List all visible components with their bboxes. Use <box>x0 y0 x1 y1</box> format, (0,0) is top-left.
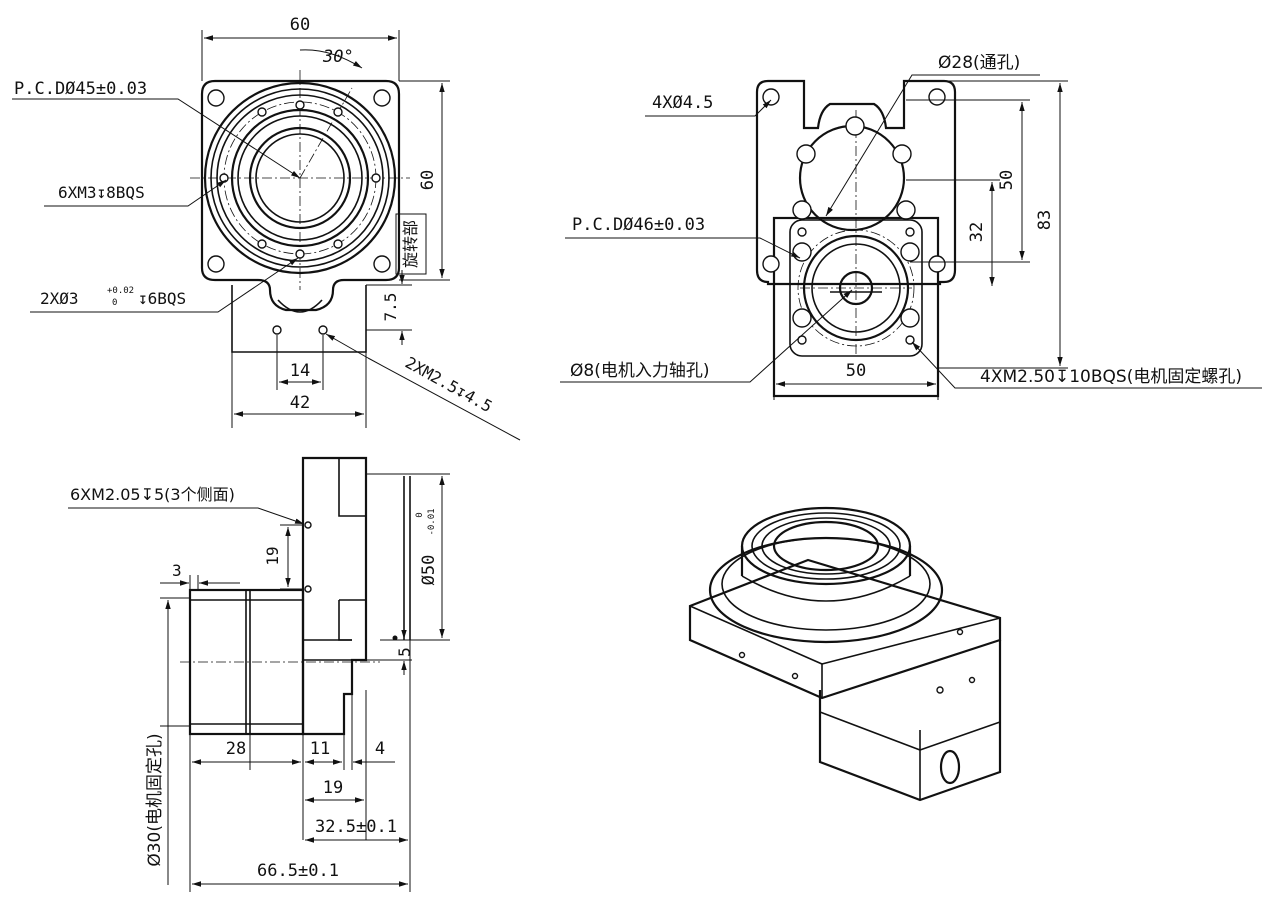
rear-view-motor-screw <box>792 308 812 328</box>
pin-tol-lower: 0 <box>112 298 117 308</box>
rear-view-small-hole <box>905 227 915 237</box>
front-view-m3-hole <box>257 239 267 249</box>
iso-view <box>688 506 1002 802</box>
front-view-tab <box>231 285 367 353</box>
motor-screws-label: 4XM2.50↧10BQS(电机固定螺孔) <box>980 367 1242 387</box>
rear-view-small-hole <box>797 335 807 345</box>
rear-view-hole <box>892 144 912 164</box>
iso-view-side-port <box>939 749 961 785</box>
through-hole-label: Ø28(通孔) <box>938 53 1020 73</box>
pin-holes-label: 2XØ3 <box>40 289 79 308</box>
front-view-corner-hole <box>207 255 225 273</box>
side-dia-50-tol-lower: -0.01 <box>427 508 437 535</box>
side-view-hole <box>304 585 312 593</box>
front-view-tab-hole <box>272 325 282 335</box>
iso-view-bore <box>772 520 880 572</box>
rear-width-dim: 50 <box>846 361 866 381</box>
front-view-pin-hole <box>295 249 305 259</box>
rear-view-hole <box>896 200 916 220</box>
front-view-m3-hole <box>333 239 343 249</box>
front-view: 60 30° 60 旋转部 7.5 14 42 P.C.DØ45±0.03 6X… <box>12 15 521 441</box>
hole-spacing-dim: 14 <box>290 361 310 381</box>
side-view-output-flange <box>301 456 368 736</box>
front-view-m3-hole <box>333 107 343 117</box>
side-dim-11: 11 <box>310 739 330 759</box>
rear-view-motor-screw <box>900 242 920 262</box>
front-view-tab-hole <box>318 325 328 335</box>
side-dim-3: 3 <box>172 561 182 580</box>
rear-view-hole <box>796 144 816 164</box>
rear-pcd-label: P.C.DØ46±0.03 <box>572 215 705 235</box>
tab-offset-dim: 7.5 <box>381 293 400 322</box>
side-dim-4: 4 <box>375 739 385 759</box>
front-view-tab-recess <box>277 299 323 313</box>
front-angle-dim: 30° <box>322 47 354 67</box>
rear-corner-holes-label: 4XØ4.5 <box>652 93 713 113</box>
front-view-m3-hole <box>371 173 381 183</box>
rear-view-corner-hole <box>928 255 946 273</box>
rear-dim-83: 83 <box>1035 210 1055 230</box>
pin-tol-upper: +0.02 <box>107 286 134 296</box>
motor-shaft-label: Ø8(电机入力轴孔) <box>570 361 709 381</box>
side-view: 6XM2.05↧5(3个侧面) 19 3 Ø50 0 -0.01 5 Ø30(电… <box>68 456 450 892</box>
rear-dim-50: 50 <box>997 170 1017 190</box>
side-dim-5: 5 <box>395 647 414 657</box>
side-dia-50-tol-upper: 0 <box>415 512 425 517</box>
rear-view-through-hole <box>798 124 906 232</box>
rotating-part-label: 旋转部 <box>401 220 420 268</box>
rear-view-small-hole <box>797 227 807 237</box>
side-holes-label: 6XM2.05↧5(3个侧面) <box>70 485 235 504</box>
side-dim-32-5: 32.5±0.1 <box>315 817 397 837</box>
rear-view-corner-hole <box>928 88 946 106</box>
front-pcd-label: P.C.DØ45±0.03 <box>14 79 147 99</box>
side-view-hole <box>304 521 312 529</box>
side-dim-28: 28 <box>226 739 246 759</box>
rear-view: 4XØ4.5 Ø28(通孔) P.C.DØ46±0.03 Ø8(电机入力轴孔) … <box>560 53 1262 400</box>
iso-view-gear-body <box>818 640 1002 802</box>
tab-holes-label: 2XM2.5↧4.5 <box>402 353 495 416</box>
front-view-corner-hole <box>373 255 391 273</box>
front-width-dim: 60 <box>290 15 310 35</box>
rear-dim-32: 32 <box>967 222 987 242</box>
front-view-pin-hole <box>295 100 305 110</box>
rear-view-motor-screw <box>792 242 812 262</box>
side-dim-19-h: 19 <box>323 778 343 798</box>
pin-depth-label: ↧6BQS <box>138 289 186 308</box>
iso-view-rotating-ring <box>740 506 912 586</box>
front-view-corner-hole <box>207 89 225 107</box>
front-m3-holes-label: 6XM3↧8BQS <box>58 183 145 202</box>
rear-view-corner-hole <box>762 88 780 106</box>
side-dia-50: Ø50 <box>419 555 439 586</box>
side-dim-66-5: 66.5±0.1 <box>257 861 339 881</box>
tab-width-dim: 42 <box>290 393 310 413</box>
front-view-corner-hole <box>373 89 391 107</box>
rear-view-hole <box>845 116 865 136</box>
rear-view-motor-screw <box>900 308 920 328</box>
front-height-dim: 60 <box>418 170 438 190</box>
front-view-outline <box>200 79 401 312</box>
rear-view-hole <box>792 200 812 220</box>
rear-view-corner-hole <box>762 255 780 273</box>
side-dim-19-v: 19 <box>263 546 282 565</box>
rear-view-outline <box>755 79 957 286</box>
front-view-m3-hole <box>257 107 267 117</box>
front-view-centerline-30 <box>299 87 353 179</box>
side-dia-30: Ø30(电机固定孔) <box>145 733 165 866</box>
